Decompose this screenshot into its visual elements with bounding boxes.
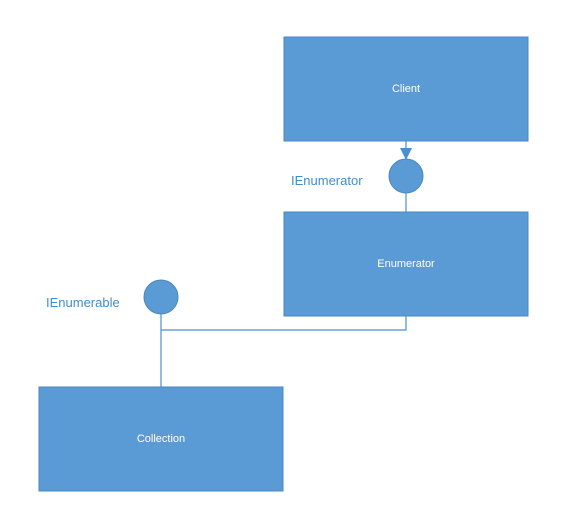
enumerator-node[interactable]: Enumerator xyxy=(283,211,529,317)
ienumerable-interface-circle xyxy=(143,279,179,315)
client-label: Client xyxy=(392,83,420,95)
ienumerator-interface-circle xyxy=(388,158,424,194)
client-box xyxy=(283,36,529,142)
client-node[interactable]: Client xyxy=(283,36,529,142)
collection-box xyxy=(38,386,284,492)
enumerator-box xyxy=(283,211,529,317)
collection-node[interactable]: Collection xyxy=(38,386,284,492)
collection-label: Collection xyxy=(137,433,185,445)
ienumerator-label: IEnumerator xyxy=(291,173,363,188)
enumerator-to-collection-connector xyxy=(160,316,407,387)
enumerator-label: Enumerator xyxy=(377,258,435,270)
ienumerable-label: IEnumerable xyxy=(46,295,120,310)
